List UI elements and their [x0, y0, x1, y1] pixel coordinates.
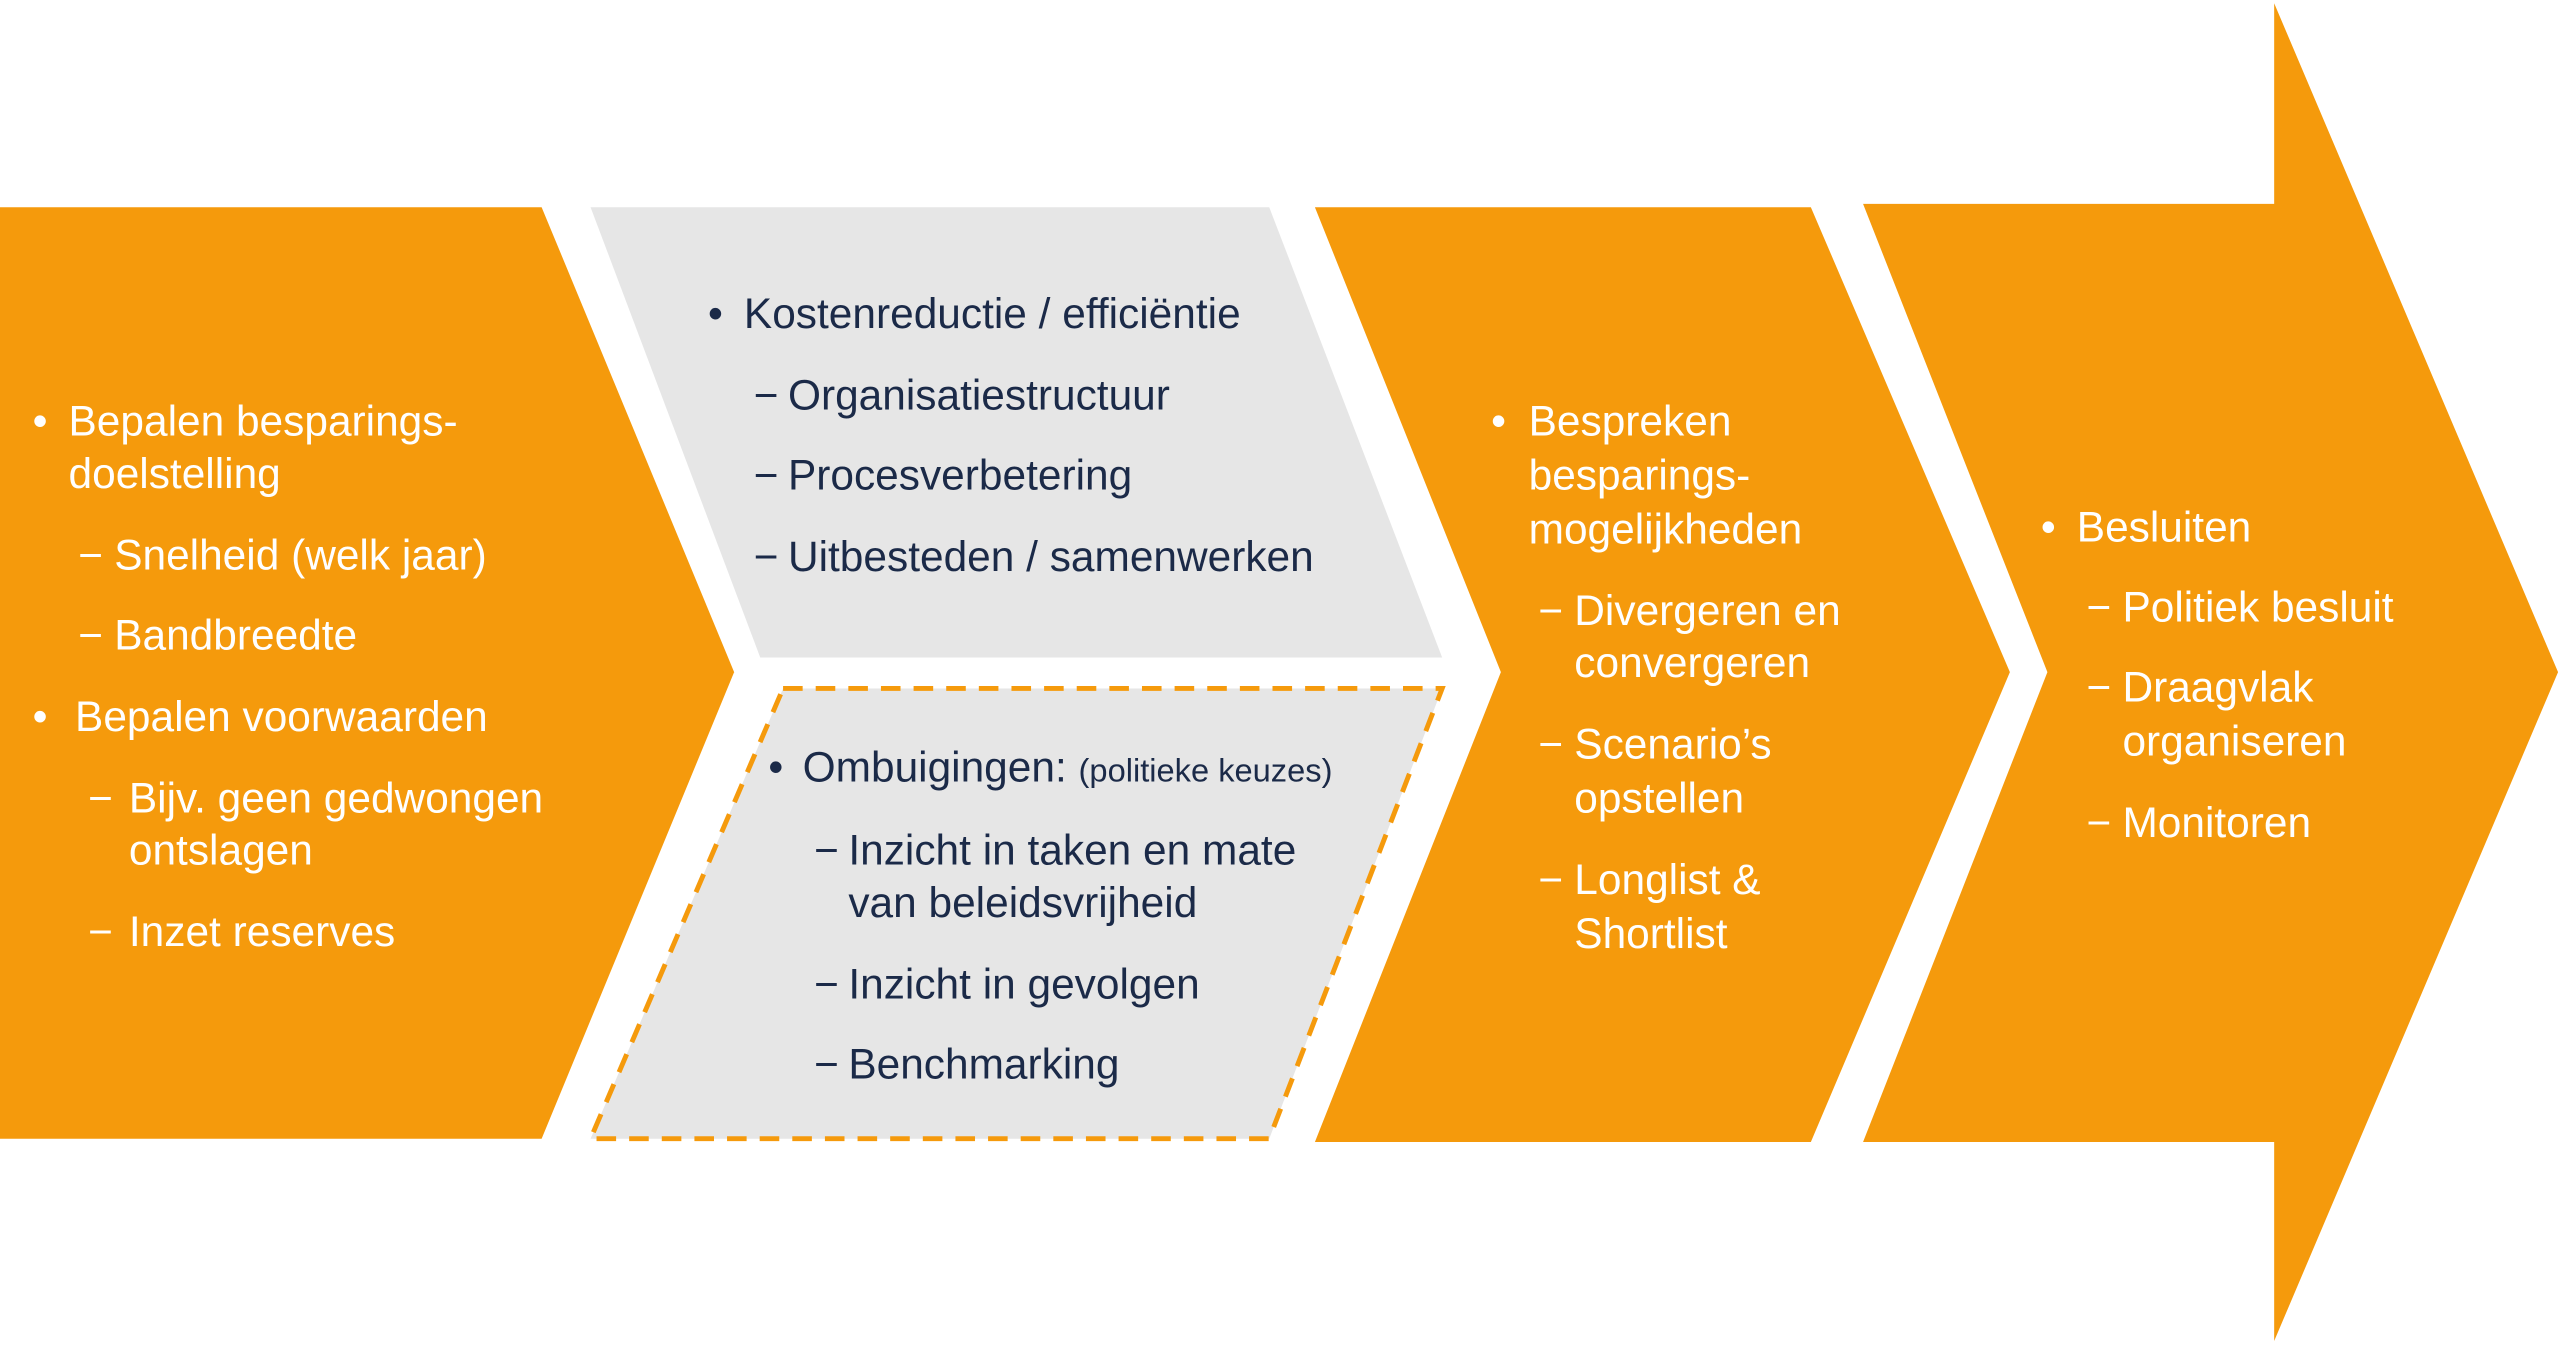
step4-arrow — [1863, 3, 2558, 1342]
step1-line: Bandbreedte — [114, 610, 358, 660]
dash-icon: − — [88, 907, 113, 957]
step2b-line: Ombuigingen: (politieke keuzes) — [803, 741, 1333, 798]
step4-line: Politiek besluit — [2122, 582, 2394, 632]
step3-chevron — [1314, 207, 2010, 1142]
step3-line: Divergeren en — [1574, 585, 1841, 635]
step3-line: Longlist & — [1574, 854, 1761, 904]
bullet-icon: • — [768, 742, 784, 792]
step1-line: Bepalen besparings- — [68, 396, 458, 446]
step2a-grey-panel — [590, 207, 1443, 658]
step3-line: mogelijkheden — [1528, 504, 1803, 554]
step3-line: convergeren — [1574, 637, 1811, 687]
step4-line: Monitoren — [2122, 797, 2312, 847]
step2a-line: Uitbesteden / samenwerken — [787, 531, 1314, 581]
step3-line: Scenario’s — [1574, 719, 1772, 769]
step4-line: Draagvlak — [2122, 662, 2314, 712]
dash-icon: − — [1538, 854, 1564, 904]
step1-line: Inzet reserves — [128, 907, 396, 957]
dash-icon: − — [2086, 797, 2112, 847]
step1-line: Bepalen voorwaarden — [75, 691, 488, 741]
dash-icon: − — [814, 825, 839, 875]
step4-line: Besluiten — [2076, 502, 2252, 552]
dash-icon: − — [814, 1039, 839, 1089]
step1-line: Bijv. geen gedwongen — [128, 773, 544, 823]
dash-icon: − — [78, 530, 104, 580]
dash-icon: − — [78, 610, 104, 660]
step2b-heading: Ombuigingen: — [802, 742, 1067, 792]
step4-line: organiseren — [2122, 716, 2347, 766]
step2a-line: Procesverbetering — [787, 450, 1133, 500]
step2a-line: Organisatiestructuur — [787, 370, 1170, 420]
dash-icon: − — [1538, 719, 1564, 769]
step3-line: Bespreken — [1528, 396, 1732, 446]
step1-line: Snelheid (welk jaar) — [114, 530, 487, 580]
step2a-line: Kostenreductie / efficiëntie — [743, 288, 1241, 338]
dash-icon: − — [1538, 585, 1564, 635]
step2b-note: (politieke keuzes) — [1078, 753, 1333, 790]
step1-chevron — [0, 207, 735, 1139]
step2b-line: Benchmarking — [848, 1039, 1120, 1089]
bullet-icon: • — [32, 691, 48, 741]
step2b-line: Inzicht in taken en mate — [848, 825, 1297, 875]
dash-icon: − — [2086, 662, 2112, 712]
step1-line: doelstelling — [68, 448, 281, 498]
bullet-icon: • — [708, 288, 723, 338]
step3-line: Shortlist — [1574, 908, 1728, 958]
bullet-icon: • — [32, 396, 48, 446]
dash-icon: − — [753, 531, 779, 581]
step2b-line: van beleidsvrijheid — [848, 877, 1198, 927]
step3-line: besparings- — [1528, 450, 1751, 500]
bullet-icon: • — [2040, 502, 2056, 552]
step1-line: ontslagen — [128, 825, 313, 875]
dash-icon: − — [814, 959, 839, 1009]
dash-icon: − — [2086, 582, 2112, 632]
dash-icon: − — [753, 370, 779, 420]
step2b-dashed-panel — [586, 686, 1446, 1142]
bullet-icon: • — [1491, 396, 1506, 446]
dash-icon: − — [88, 773, 113, 823]
dash-icon: − — [753, 450, 779, 500]
step2b-line: Inzicht in gevolgen — [848, 959, 1200, 1009]
step3-line: opstellen — [1574, 773, 1745, 823]
